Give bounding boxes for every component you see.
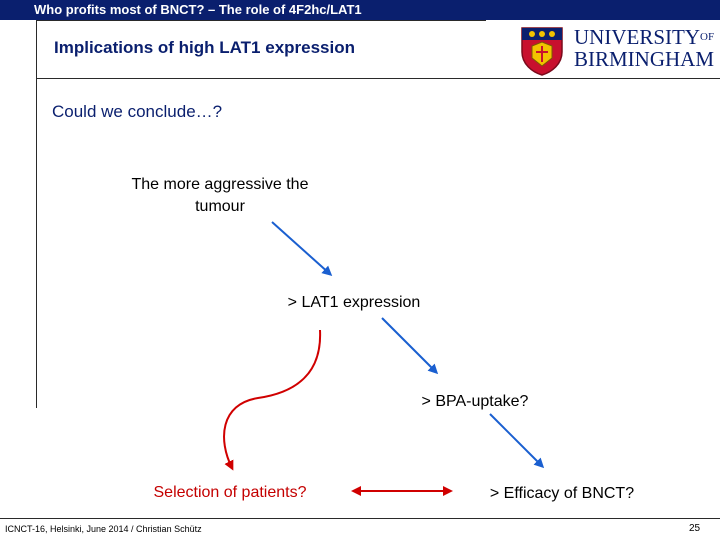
page-number: 25 — [689, 523, 701, 534]
frame-top-line — [36, 20, 486, 21]
arrow-lat1-to-bpa — [381, 317, 439, 375]
university-line2: BIRMINGHAM — [574, 47, 715, 71]
node-selection-of-patients: Selection of patients? — [153, 484, 307, 501]
frame-divider-line — [36, 78, 720, 79]
university-name: UNIVERSITYOF BIRMINGHAM — [574, 26, 714, 70]
arrow-tumour-to-lat1 — [271, 221, 333, 277]
arrow-lat1-to-selection — [223, 329, 322, 471]
node-bpa-uptake: > BPA-uptake? — [421, 393, 529, 410]
slide-question: Could we conclude…? — [52, 102, 223, 121]
university-logo: UNIVERSITYOF BIRMINGHAM — [512, 22, 720, 78]
node-efficacy-of-bnct: > Efficacy of BNCT? — [489, 485, 635, 502]
node-aggressive-tumour: The more aggressive the tumour — [100, 174, 340, 218]
node-aggressive-line2: tumour — [195, 198, 245, 215]
frame-bottom-line — [0, 518, 720, 519]
arrow-bpa-to-efficacy — [489, 413, 545, 469]
frame-left-line — [36, 20, 37, 408]
crest-icon — [521, 27, 563, 76]
university-of: OF — [700, 31, 715, 43]
node-aggressive-line1: The more aggressive the — [131, 176, 309, 193]
header-title: Who profits most of BNCT? – The role of … — [34, 2, 362, 17]
header-bar: Who profits most of BNCT? – The role of … — [0, 0, 720, 20]
node-lat1-expression: > LAT1 expression — [287, 294, 421, 311]
slide-subtitle: Implications of high LAT1 expression — [54, 38, 356, 57]
footer-text: ICNCT-16, Helsinki, June 2014 / Christia… — [5, 524, 202, 534]
university-line1: UNIVERSITY — [574, 25, 700, 49]
